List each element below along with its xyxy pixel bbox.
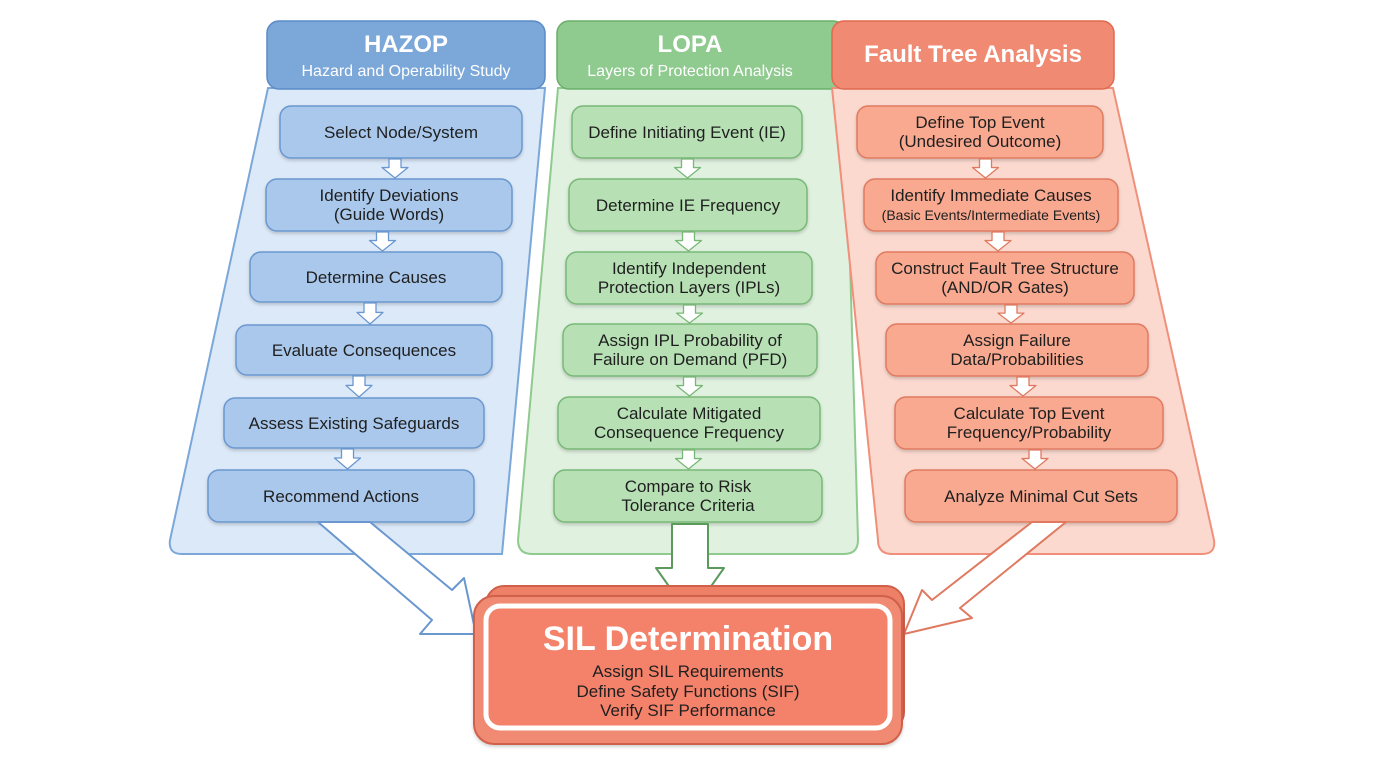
- step-box: [568, 178, 808, 232]
- step-fta-1: Define Top Event(Undesired Outcome): [856, 105, 1104, 159]
- down-arrow-icon: [1021, 449, 1049, 470]
- step-label: Recommend Actions: [263, 487, 419, 506]
- step-box: [265, 178, 513, 232]
- step-label: Identify Independent: [612, 259, 766, 278]
- step-label: Evaluate Consequences: [272, 341, 456, 360]
- fta-to-sil-arrow: [903, 521, 1067, 635]
- step-box: [565, 251, 813, 305]
- step-fta-3: Construct Fault Tree Structure(AND/OR Ga…: [875, 251, 1135, 305]
- sil-determination-box: SIL Determination Assign SIL Requirement…: [473, 585, 905, 745]
- step-box: [249, 251, 503, 303]
- down-arrow-icon: [984, 231, 1012, 252]
- step-label: Define Top Event: [915, 113, 1044, 132]
- step-label: (Guide Words): [334, 205, 444, 224]
- column-lopa: LOPA Layers of Protection Analysis Defin…: [516, 20, 860, 555]
- step-hazop-6: Recommend Actions: [207, 469, 475, 523]
- step-label: Select Node/System: [324, 123, 478, 142]
- lopa-steps: Define Initiating Event (IE) Determine IE…: [553, 105, 823, 523]
- down-arrow-icon: [356, 302, 384, 325]
- step-label: Construct Fault Tree Structure: [891, 259, 1119, 278]
- step-label: Protection Layers (IPLs): [598, 278, 780, 297]
- down-arrow-icon: [971, 158, 1000, 179]
- step-box: [562, 323, 818, 377]
- down-arrow-icon: [381, 158, 409, 179]
- hazop-title: HAZOP: [364, 31, 448, 58]
- step-fta-2: Identify Immediate Causes (Basic Events/I…: [863, 178, 1119, 232]
- step-fta-6: Analyze Minimal Cut Sets: [904, 469, 1178, 523]
- step-box: [894, 396, 1164, 450]
- step-box: [863, 178, 1119, 232]
- step-box: [557, 396, 821, 450]
- step-lopa-2: Determine IE Frequency: [568, 178, 808, 232]
- hazop-subtitle: Hazard and Operability Study: [302, 63, 511, 80]
- step-label: Assign IPL Probability of: [598, 331, 782, 350]
- column-fta: Fault Tree Analysis Define Top Event(Und…: [830, 20, 1216, 555]
- down-arrow-icon: [675, 376, 704, 397]
- sil-line-3: Verify SIF Performance: [600, 701, 776, 720]
- down-arrow-icon: [674, 231, 703, 252]
- step-label: Calculate Top Event: [954, 404, 1105, 423]
- step-box: [856, 105, 1104, 159]
- fta-title: Fault Tree Analysis: [864, 41, 1082, 68]
- sil-line-1: Assign SIL Requirements: [592, 662, 783, 681]
- step-label: Determine IE Frequency: [596, 196, 781, 215]
- lopa-title: LOPA: [658, 31, 723, 58]
- down-arrow-icon: [675, 304, 704, 324]
- step-label: Analyze Minimal Cut Sets: [944, 487, 1138, 506]
- down-arrow-icon: [345, 375, 373, 398]
- step-label: (Undesired Outcome): [899, 132, 1062, 151]
- step-label: Assess Existing Safeguards: [249, 414, 460, 433]
- step-label: Determine Causes: [306, 268, 447, 287]
- step-label: Identify Immediate Causes: [890, 186, 1091, 205]
- step-label: Define Initiating Event (IE): [588, 123, 785, 142]
- step-hazop-1: Select Node/System: [279, 105, 523, 159]
- sil-line-2: Define Safety Functions (SIF): [577, 682, 800, 701]
- down-arrow-icon: [1009, 376, 1037, 397]
- step-label: Tolerance Criteria: [621, 496, 755, 515]
- step-label: Consequence Frequency: [594, 423, 784, 442]
- step-box: [875, 251, 1135, 305]
- step-hazop-4: Evaluate Consequences: [235, 324, 493, 376]
- step-label: Identify Deviations: [320, 186, 459, 205]
- step-label: Compare to Risk: [625, 477, 752, 496]
- step-hazop-3: Determine Causes: [249, 251, 503, 303]
- hazop-header: [266, 20, 546, 90]
- column-hazop: HAZOP Hazard and Operability Study Selec…: [168, 20, 547, 555]
- step-label: (AND/OR Gates): [941, 278, 1069, 297]
- step-box: [885, 323, 1149, 377]
- step-lopa-1: Define Initiating Event (IE): [571, 105, 803, 159]
- down-arrow-icon: [368, 231, 397, 252]
- step-box: [223, 397, 485, 449]
- sil-inner: [483, 603, 893, 731]
- down-arrow-icon: [673, 158, 702, 179]
- step-box: [279, 105, 523, 159]
- step-box: [571, 105, 803, 159]
- down-arrow-icon: [997, 304, 1025, 324]
- step-box: [235, 324, 493, 376]
- step-label: Frequency/Probability: [947, 423, 1112, 442]
- step-hazop-2: Identify Deviations(Guide Words): [265, 178, 513, 232]
- hazop-to-sil-arrow: [317, 521, 477, 635]
- step-label: Data/Probabilities: [950, 350, 1083, 369]
- step-label: Assign Failure: [963, 331, 1071, 350]
- step-label: (Basic Events/Intermediate Events): [882, 207, 1101, 223]
- sil-title: SIL Determination: [543, 620, 833, 658]
- step-box: [553, 469, 823, 523]
- step-label: Calculate Mitigated: [617, 404, 762, 423]
- lopa-subtitle: Layers of Protection Analysis: [587, 63, 792, 80]
- down-arrow-icon: [333, 448, 362, 470]
- down-arrow-icon: [674, 449, 703, 470]
- fta-steps: Define Top Event(Undesired Outcome) Ident…: [856, 105, 1178, 523]
- step-label: Failure on Demand (PFD): [593, 350, 788, 369]
- step-hazop-5: Assess Existing Safeguards: [223, 397, 485, 449]
- fta-header: [831, 20, 1115, 90]
